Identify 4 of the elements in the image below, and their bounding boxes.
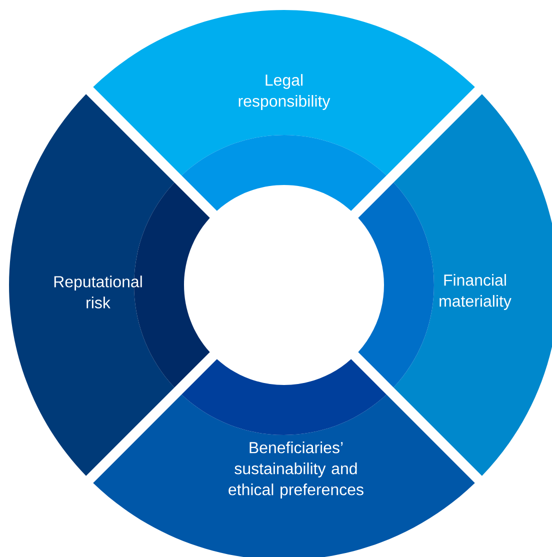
- ring-segment: Reputational risk: [9, 94, 210, 476]
- ring-segment: Legal responsibility: [93, 10, 475, 211]
- ring-segment: Financial materiality: [358, 94, 552, 476]
- ring-segment: Beneficiaries’ sustainability and ethical preferences: [93, 359, 475, 557]
